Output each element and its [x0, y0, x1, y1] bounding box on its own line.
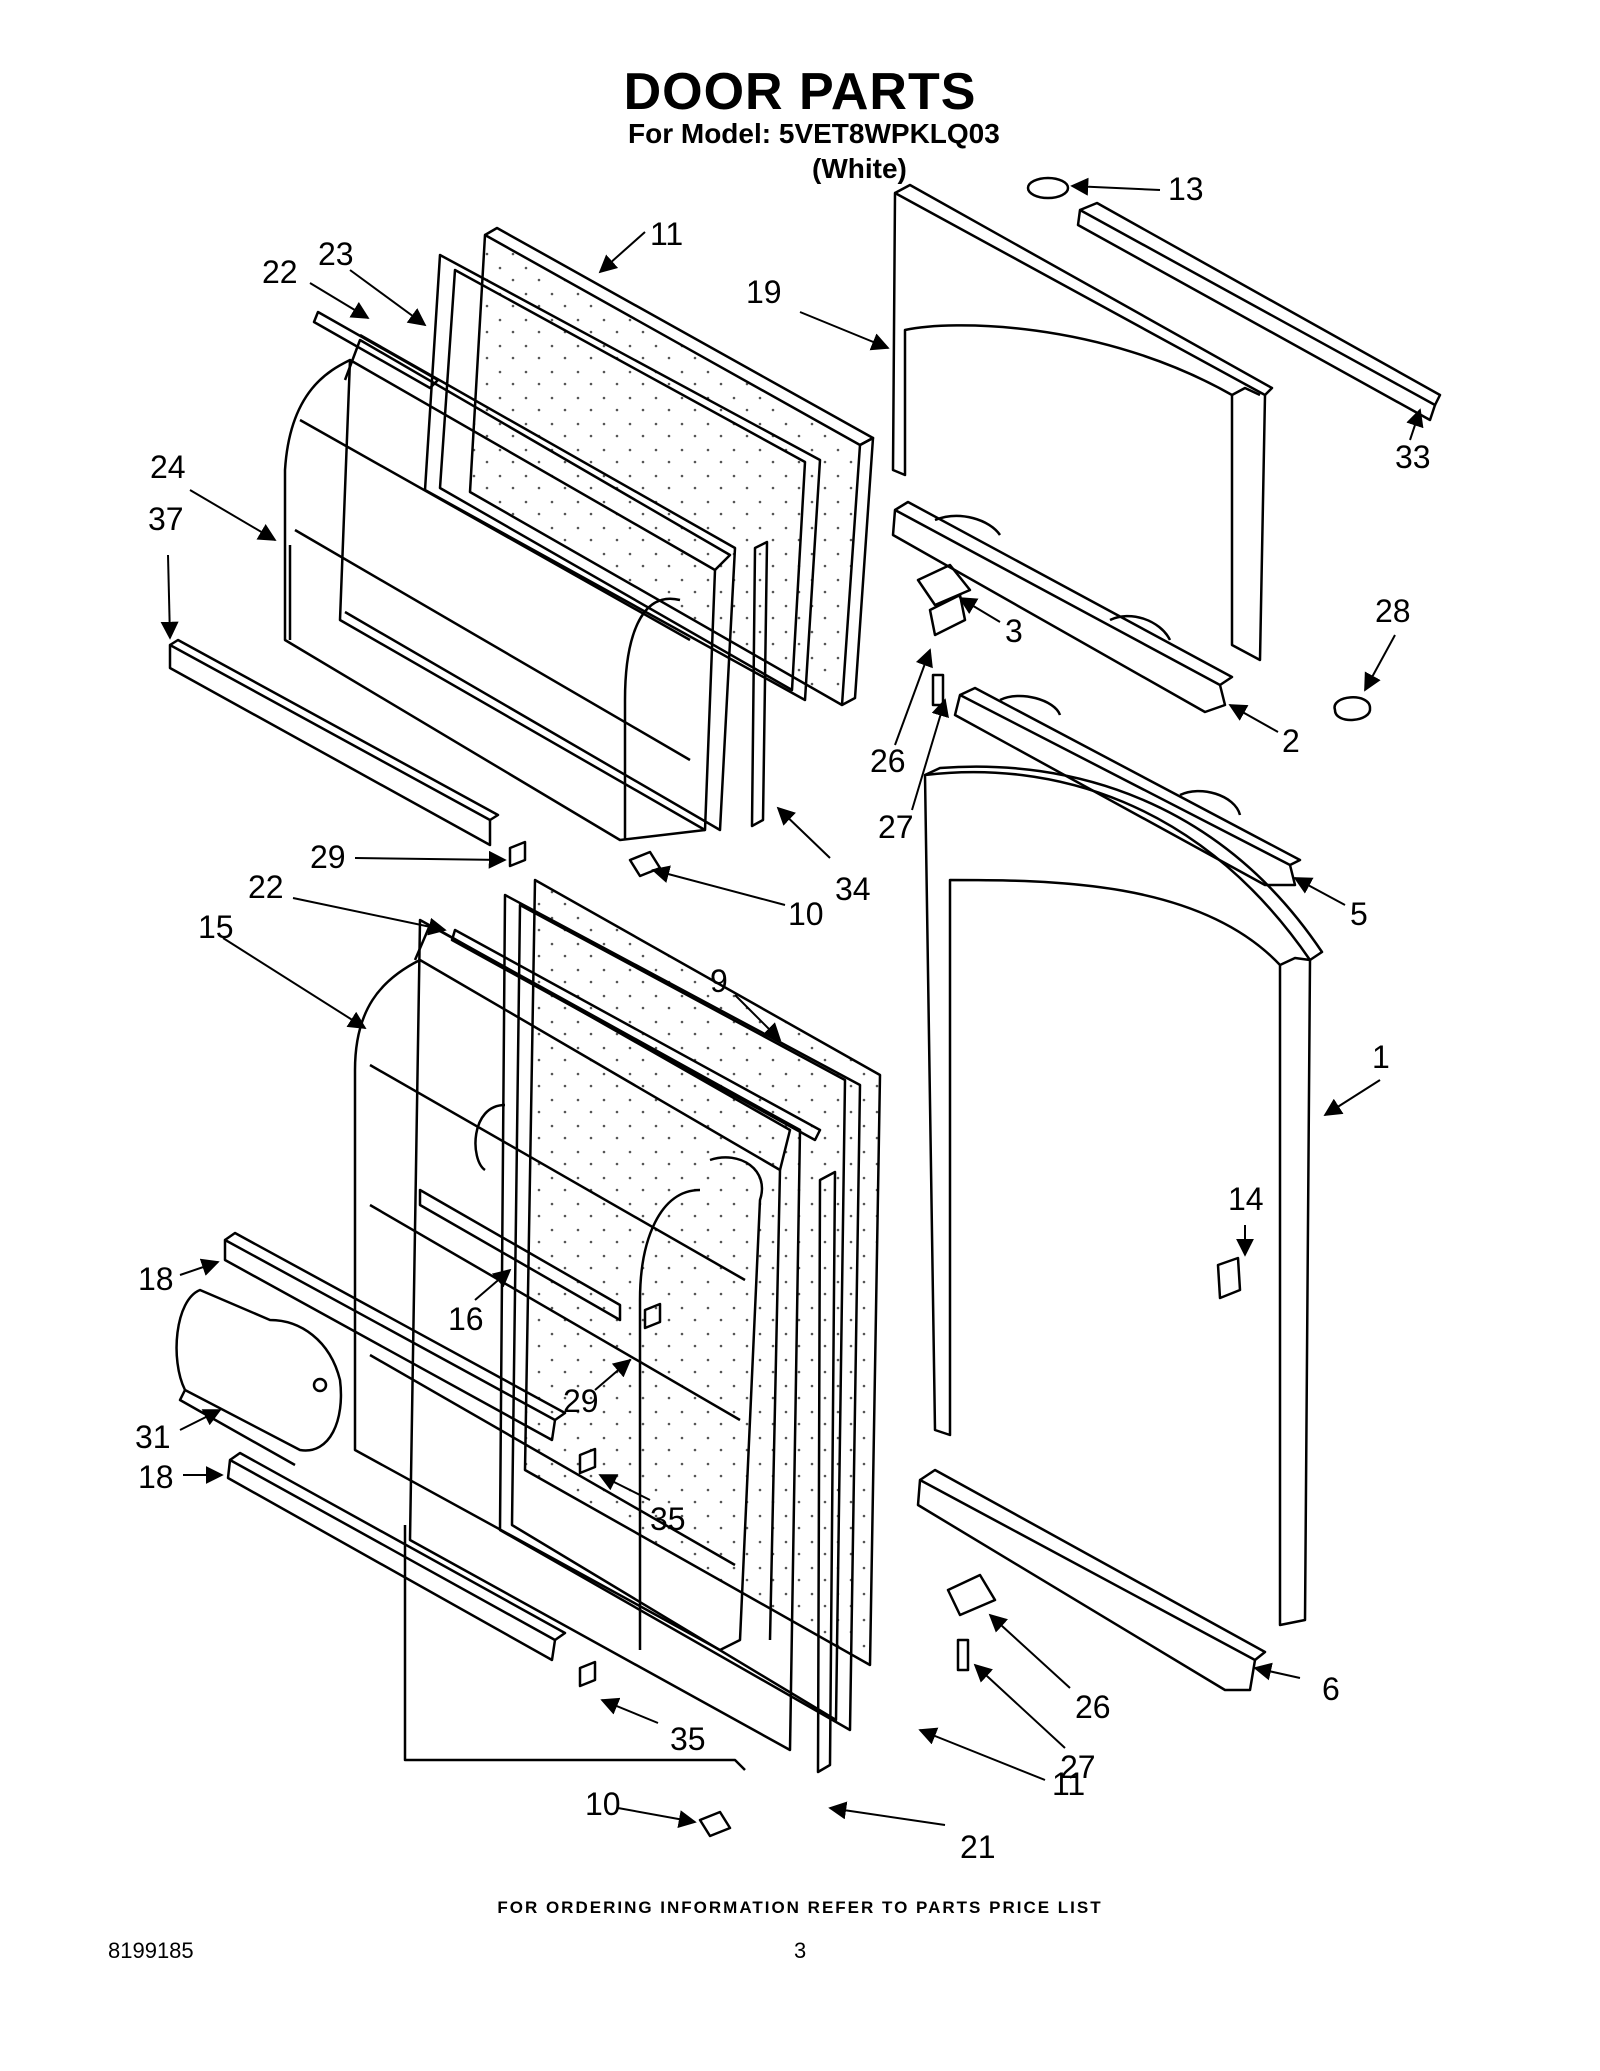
callout-29-upper: 29 — [310, 839, 346, 875]
page-title: DOOR PARTS — [623, 63, 977, 121]
callout-33: 33 — [1395, 439, 1431, 475]
callout-18-lower: 18 — [138, 1459, 174, 1495]
handle-trim — [953, 686, 1302, 887]
callout-leaders — [160, 177, 1424, 1828]
callout-35-lower: 35 — [670, 1721, 706, 1757]
shelf-bar-lower — [226, 1451, 567, 1662]
callout-23: 23 — [318, 236, 354, 272]
freezer-door-liner — [283, 338, 732, 842]
page-number: 3 — [794, 1938, 807, 1963]
hinge-screw-upper — [931, 673, 945, 707]
callout-2: 2 — [1282, 723, 1300, 759]
callout-11-lower: 11 — [1052, 1766, 1085, 1802]
model-line: For Model: 5VET8WPKLQ03 — [628, 118, 1000, 149]
callout-13: 13 — [1168, 171, 1204, 207]
callout-9: 9 — [710, 963, 728, 999]
fresh-food-door-liner — [353, 923, 792, 1652]
callout-21: 21 — [960, 1829, 996, 1865]
shelf-bar-upper — [223, 1231, 567, 1442]
callout-34: 34 — [835, 871, 871, 907]
callout-22-lower: 22 — [248, 869, 284, 905]
fresh-food-breaker-strip — [816, 1170, 837, 1774]
freezer-top-trim — [1076, 201, 1442, 422]
callout-1: 1 — [1372, 1039, 1390, 1075]
document-number: 8199185 — [108, 1938, 194, 1963]
callout-15: 15 — [198, 909, 234, 945]
hinge-bracket-upper — [916, 563, 972, 637]
callout-35-upper: 35 — [650, 1501, 686, 1537]
freezer-breaker-strip — [750, 540, 769, 828]
freezer-door-gasket — [344, 333, 737, 832]
freezer-door-panel — [468, 226, 875, 707]
fresh-food-bottom-trim — [916, 1468, 1267, 1692]
fresh-food-door-side-strip — [450, 928, 822, 1142]
plug-button — [1333, 696, 1372, 722]
fresh-food-door-gasket — [403, 918, 802, 1771]
hinge-screw-lower — [956, 1638, 970, 1672]
callout-37: 37 — [148, 501, 184, 537]
callout-10-lower: 10 — [585, 1786, 621, 1822]
door-shelf-16 — [418, 1188, 622, 1322]
cap-oval — [1026, 176, 1070, 200]
callout-10-upper: 10 — [788, 896, 824, 932]
callout-26-lower: 26 — [1075, 1689, 1111, 1725]
callout-6: 6 — [1322, 1671, 1340, 1707]
callout-24: 24 — [150, 449, 186, 485]
callout-26-upper: 26 — [870, 743, 906, 779]
ordering-note: FOR ORDERING INFORMATION REFER TO PARTS … — [497, 1898, 1103, 1917]
freezer-door-outer-shell — [891, 183, 1274, 662]
callout-29-lower: 29 — [563, 1383, 599, 1419]
freezer-bottom-trim — [891, 500, 1234, 714]
fresh-food-door-panel — [523, 878, 882, 1667]
hinge-bracket-lower — [946, 1573, 997, 1617]
freezer-door-side-strip — [312, 310, 440, 390]
callout-labels: 13 11 22 23 19 33 24 37 28 3 2 26 27 29 … — [135, 171, 1431, 1865]
callout-27-lower: 27 — [1060, 1749, 1096, 1785]
callout-27-upper: 27 — [878, 809, 914, 845]
dairy-compartment-door — [175, 1288, 343, 1467]
freezer-shelf-bar — [168, 638, 500, 847]
fresh-food-door-frame — [498, 893, 862, 1732]
bracket-14 — [1216, 1256, 1242, 1300]
callout-28: 28 — [1375, 593, 1411, 629]
callout-18-upper: 18 — [138, 1261, 174, 1297]
shelf-clips — [508, 840, 662, 1688]
callout-5: 5 — [1350, 896, 1368, 932]
callout-14: 14 — [1228, 1181, 1264, 1217]
callout-19: 19 — [746, 274, 782, 310]
callout-22-upper: 22 — [262, 254, 298, 290]
callout-11-upper: 11 — [650, 216, 683, 252]
callout-31: 31 — [135, 1419, 171, 1455]
color-line: (White) — [812, 153, 907, 184]
callout-16: 16 — [448, 1301, 484, 1337]
callout-3: 3 — [1005, 613, 1023, 649]
fresh-food-door-outer-shell — [923, 765, 1324, 1627]
